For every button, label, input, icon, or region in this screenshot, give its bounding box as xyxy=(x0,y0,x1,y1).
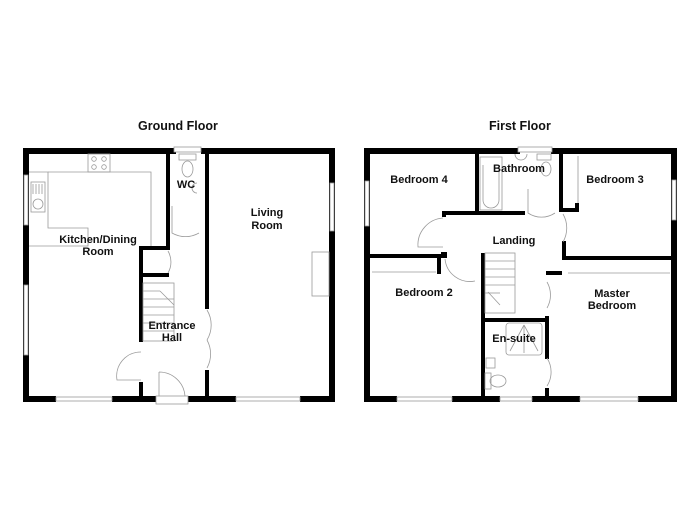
bedroom2-door-icon xyxy=(444,258,476,282)
bathroom-window-icon xyxy=(517,146,553,153)
ensuite-basin-icon xyxy=(485,357,496,369)
first-floor-title: First Floor xyxy=(489,119,551,133)
room-label-bathroom: Bathroom xyxy=(493,163,545,175)
bedroom4-door-icon xyxy=(417,217,444,248)
kitchen-front-window-icon xyxy=(55,396,113,402)
cupboard-door-icon xyxy=(167,250,172,274)
ensuite-toilet-icon xyxy=(484,372,507,390)
room-label-landing: Landing xyxy=(493,235,536,247)
room-label-ensuite: En-suite xyxy=(492,333,535,345)
bathroom-toilet-icon xyxy=(536,153,552,177)
wc-window-icon xyxy=(173,146,202,153)
kitchen-window-icon xyxy=(23,174,29,226)
svg-text:Bedroom: Bedroom xyxy=(588,300,637,312)
room-label-bedroom3: Bedroom 3 xyxy=(586,174,643,186)
ground-floor-title: Ground Floor xyxy=(138,119,218,133)
first-floor-plan: Bedroom 4 Bathroom Bedroom 3 Landing Bed… xyxy=(364,146,677,402)
svg-text:Hall: Hall xyxy=(162,332,182,344)
bedroom3-window-icon xyxy=(671,179,677,221)
svg-text:Room: Room xyxy=(251,220,282,232)
svg-text:Room: Room xyxy=(82,246,113,258)
sink-icon xyxy=(30,181,46,213)
front-door-icon xyxy=(158,371,186,397)
ensuite-window-icon xyxy=(499,396,533,402)
room-label-bedroom4: Bedroom 4 xyxy=(390,174,448,186)
kitchen-door-icon xyxy=(116,351,142,381)
room-label-bedroom2: Bedroom 2 xyxy=(395,287,452,299)
room-label-master-bedroom: Master xyxy=(594,288,630,300)
master-door-icon xyxy=(546,281,551,309)
wc-door-icon xyxy=(171,206,200,237)
bathroom-door-icon xyxy=(527,189,556,218)
bedroom4-window-icon xyxy=(364,180,370,227)
bedroom3-door-icon xyxy=(562,213,568,243)
room-label-living: Living xyxy=(251,207,283,219)
shower-icon xyxy=(505,322,543,356)
bathroom-basin-icon xyxy=(514,153,528,161)
bath-icon xyxy=(479,156,503,211)
master-window-icon xyxy=(579,396,639,402)
living-door-icon xyxy=(206,309,212,341)
living-front-window-icon xyxy=(235,396,301,402)
stairs-icon xyxy=(484,252,516,314)
ground-floor-plan: Kitchen/Dining Room WC Living Room Entra… xyxy=(23,146,335,405)
living-side-window-icon xyxy=(329,182,335,232)
wc-basin-icon xyxy=(191,182,198,194)
hob-icon xyxy=(87,153,111,173)
front-door-threshold-icon xyxy=(155,395,189,405)
kitchen-counter-icon xyxy=(29,171,89,247)
room-label-kitchen: Kitchen/Dining xyxy=(59,234,137,246)
bedroom2-window-icon xyxy=(396,396,453,402)
ensuite-door-icon xyxy=(546,357,552,387)
dining-window-icon xyxy=(23,284,29,356)
room-label-entrance-hall: Entrance xyxy=(148,320,195,332)
stairs-icon xyxy=(142,282,175,342)
fireplace-icon xyxy=(311,251,330,297)
toilet-icon xyxy=(178,153,197,178)
room-label-wc: WC xyxy=(177,179,195,191)
